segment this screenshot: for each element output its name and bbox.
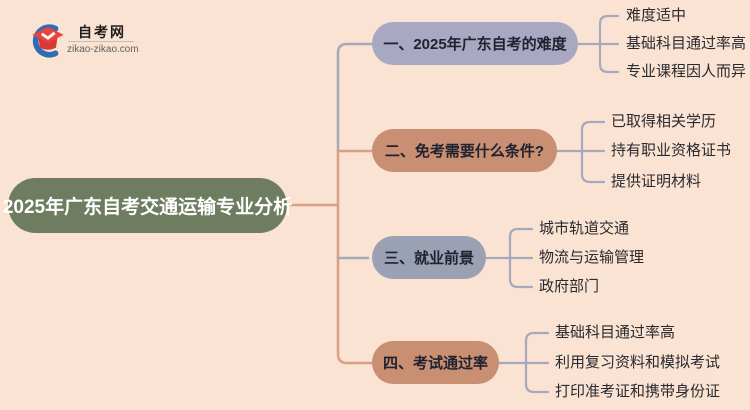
branch-node-exemption: 二、免考需要什么条件? bbox=[372, 129, 557, 172]
trunk-lower-line bbox=[336, 149, 374, 365]
cap-check-shape bbox=[40, 31, 56, 40]
trunk-upper-line bbox=[336, 42, 374, 153]
leaf-item: 城市轨道交通 bbox=[539, 220, 630, 237]
leaf-item: 政府部门 bbox=[539, 278, 600, 295]
root-topic-node: 2025年广东自考交通运输专业分析 bbox=[3, 178, 292, 233]
cap-board-shape bbox=[32, 26, 64, 43]
branch3-bracket-line bbox=[484, 227, 534, 289]
leaf-item: 基础科目通过率高 bbox=[555, 324, 676, 341]
branch-node-difficulty: 一、2025年广东自考的难度 bbox=[372, 22, 578, 65]
graduation-cap-icon bbox=[32, 24, 64, 58]
leaf-item: 打印准考证和携带身份证 bbox=[555, 383, 721, 400]
branch1-bracket-line bbox=[576, 14, 620, 74]
logo-domain: zikao-zikao.com bbox=[67, 44, 139, 55]
site-logo: 自考网 zikao-zikao.com bbox=[22, 18, 152, 62]
leaf-item: 提供证明材料 bbox=[611, 173, 702, 190]
branch4-bracket-line bbox=[496, 331, 550, 394]
leaf-item: 专业课程因人而异 bbox=[626, 63, 747, 80]
branch-node-career: 三、就业前景 bbox=[372, 236, 486, 279]
branch-node-pass-rate: 四、考试通过率 bbox=[372, 341, 499, 384]
leaf-item: 基础科目通过率高 bbox=[626, 35, 747, 52]
branch2-bracket-line bbox=[555, 120, 606, 184]
leaf-item: 利用复习资料和模拟考试 bbox=[555, 354, 721, 371]
leaf-item: 已取得相关学历 bbox=[611, 113, 717, 130]
logo-divider bbox=[68, 41, 134, 42]
leaf-item: 持有职业资格证书 bbox=[611, 142, 732, 159]
leaf-item: 物流与运输管理 bbox=[539, 249, 645, 266]
leaf-item: 难度适中 bbox=[626, 7, 687, 24]
logo-title: 自考网 bbox=[78, 24, 126, 40]
